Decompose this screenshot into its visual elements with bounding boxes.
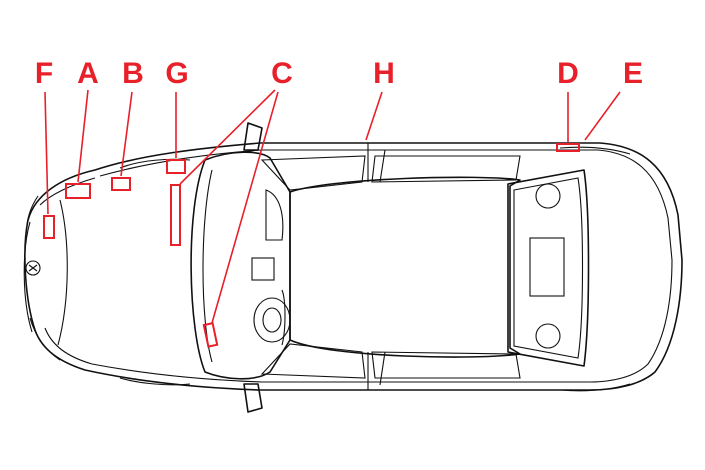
- door-line-top: [367, 143, 386, 183]
- front-badge: [25, 260, 41, 276]
- marker-c-lower: [202, 322, 219, 348]
- callout-h: H: [373, 57, 395, 90]
- wheel-arch-rear-bottom: [559, 383, 631, 392]
- rear-brake-light: [529, 237, 565, 297]
- leader-lines: [44, 89, 621, 324]
- front-seat-bottom: [281, 289, 286, 346]
- marker-g: [166, 159, 186, 174]
- leader-b: [120, 91, 133, 177]
- callout-labels: F A B G C H D E: [35, 57, 643, 90]
- callout-d: D: [557, 57, 579, 90]
- leader-h: [365, 91, 383, 141]
- front-bumper: [23, 177, 96, 333]
- marker-a: [65, 183, 91, 199]
- leader-a: [77, 89, 89, 183]
- rear-window-inner: [513, 177, 584, 359]
- leader-c-lower: [211, 91, 279, 324]
- windshield: [190, 151, 291, 380]
- car-body-inner: [44, 149, 673, 383]
- callout-g: G: [165, 57, 188, 90]
- marker-b: [111, 177, 131, 191]
- mirror-top: [243, 122, 263, 151]
- wheel-arch-front-bottom: [119, 377, 191, 386]
- gear-console: [251, 257, 275, 281]
- steering-wheel: [253, 297, 291, 343]
- leader-f: [44, 91, 49, 215]
- side-window-rear-top: [371, 155, 521, 183]
- side-window-front-bottom: [260, 343, 366, 379]
- door-line-bottom: [367, 351, 386, 390]
- marker-d: [556, 143, 580, 152]
- dashboard: [202, 169, 213, 363]
- rear-speaker-bottom: [535, 323, 561, 349]
- marker-f: [43, 215, 55, 239]
- wheel-arch-rear-top: [559, 146, 631, 155]
- side-window-front-top: [260, 155, 366, 191]
- headlight-right: [29, 317, 61, 361]
- rear-speaker-top: [535, 183, 561, 209]
- headlight-left: [26, 195, 39, 226]
- hood-crease: [57, 199, 68, 346]
- callout-f: F: [35, 57, 53, 90]
- roof: [289, 176, 521, 358]
- steering-wheel-hub: [262, 307, 282, 333]
- leader-c-upper: [179, 89, 276, 185]
- leader-e: [584, 91, 621, 141]
- front-seat-top: [265, 189, 284, 241]
- rear-window: [507, 169, 590, 367]
- callout-a: A: [77, 57, 99, 90]
- car-body: [24, 142, 683, 391]
- mirror-bottom: [243, 383, 263, 413]
- marker-c-upper: [170, 184, 181, 246]
- markers: [43, 143, 580, 348]
- callout-e: E: [623, 57, 643, 90]
- callout-c: C: [271, 57, 293, 90]
- callout-b: B: [122, 57, 144, 90]
- car-outline: [23, 122, 683, 413]
